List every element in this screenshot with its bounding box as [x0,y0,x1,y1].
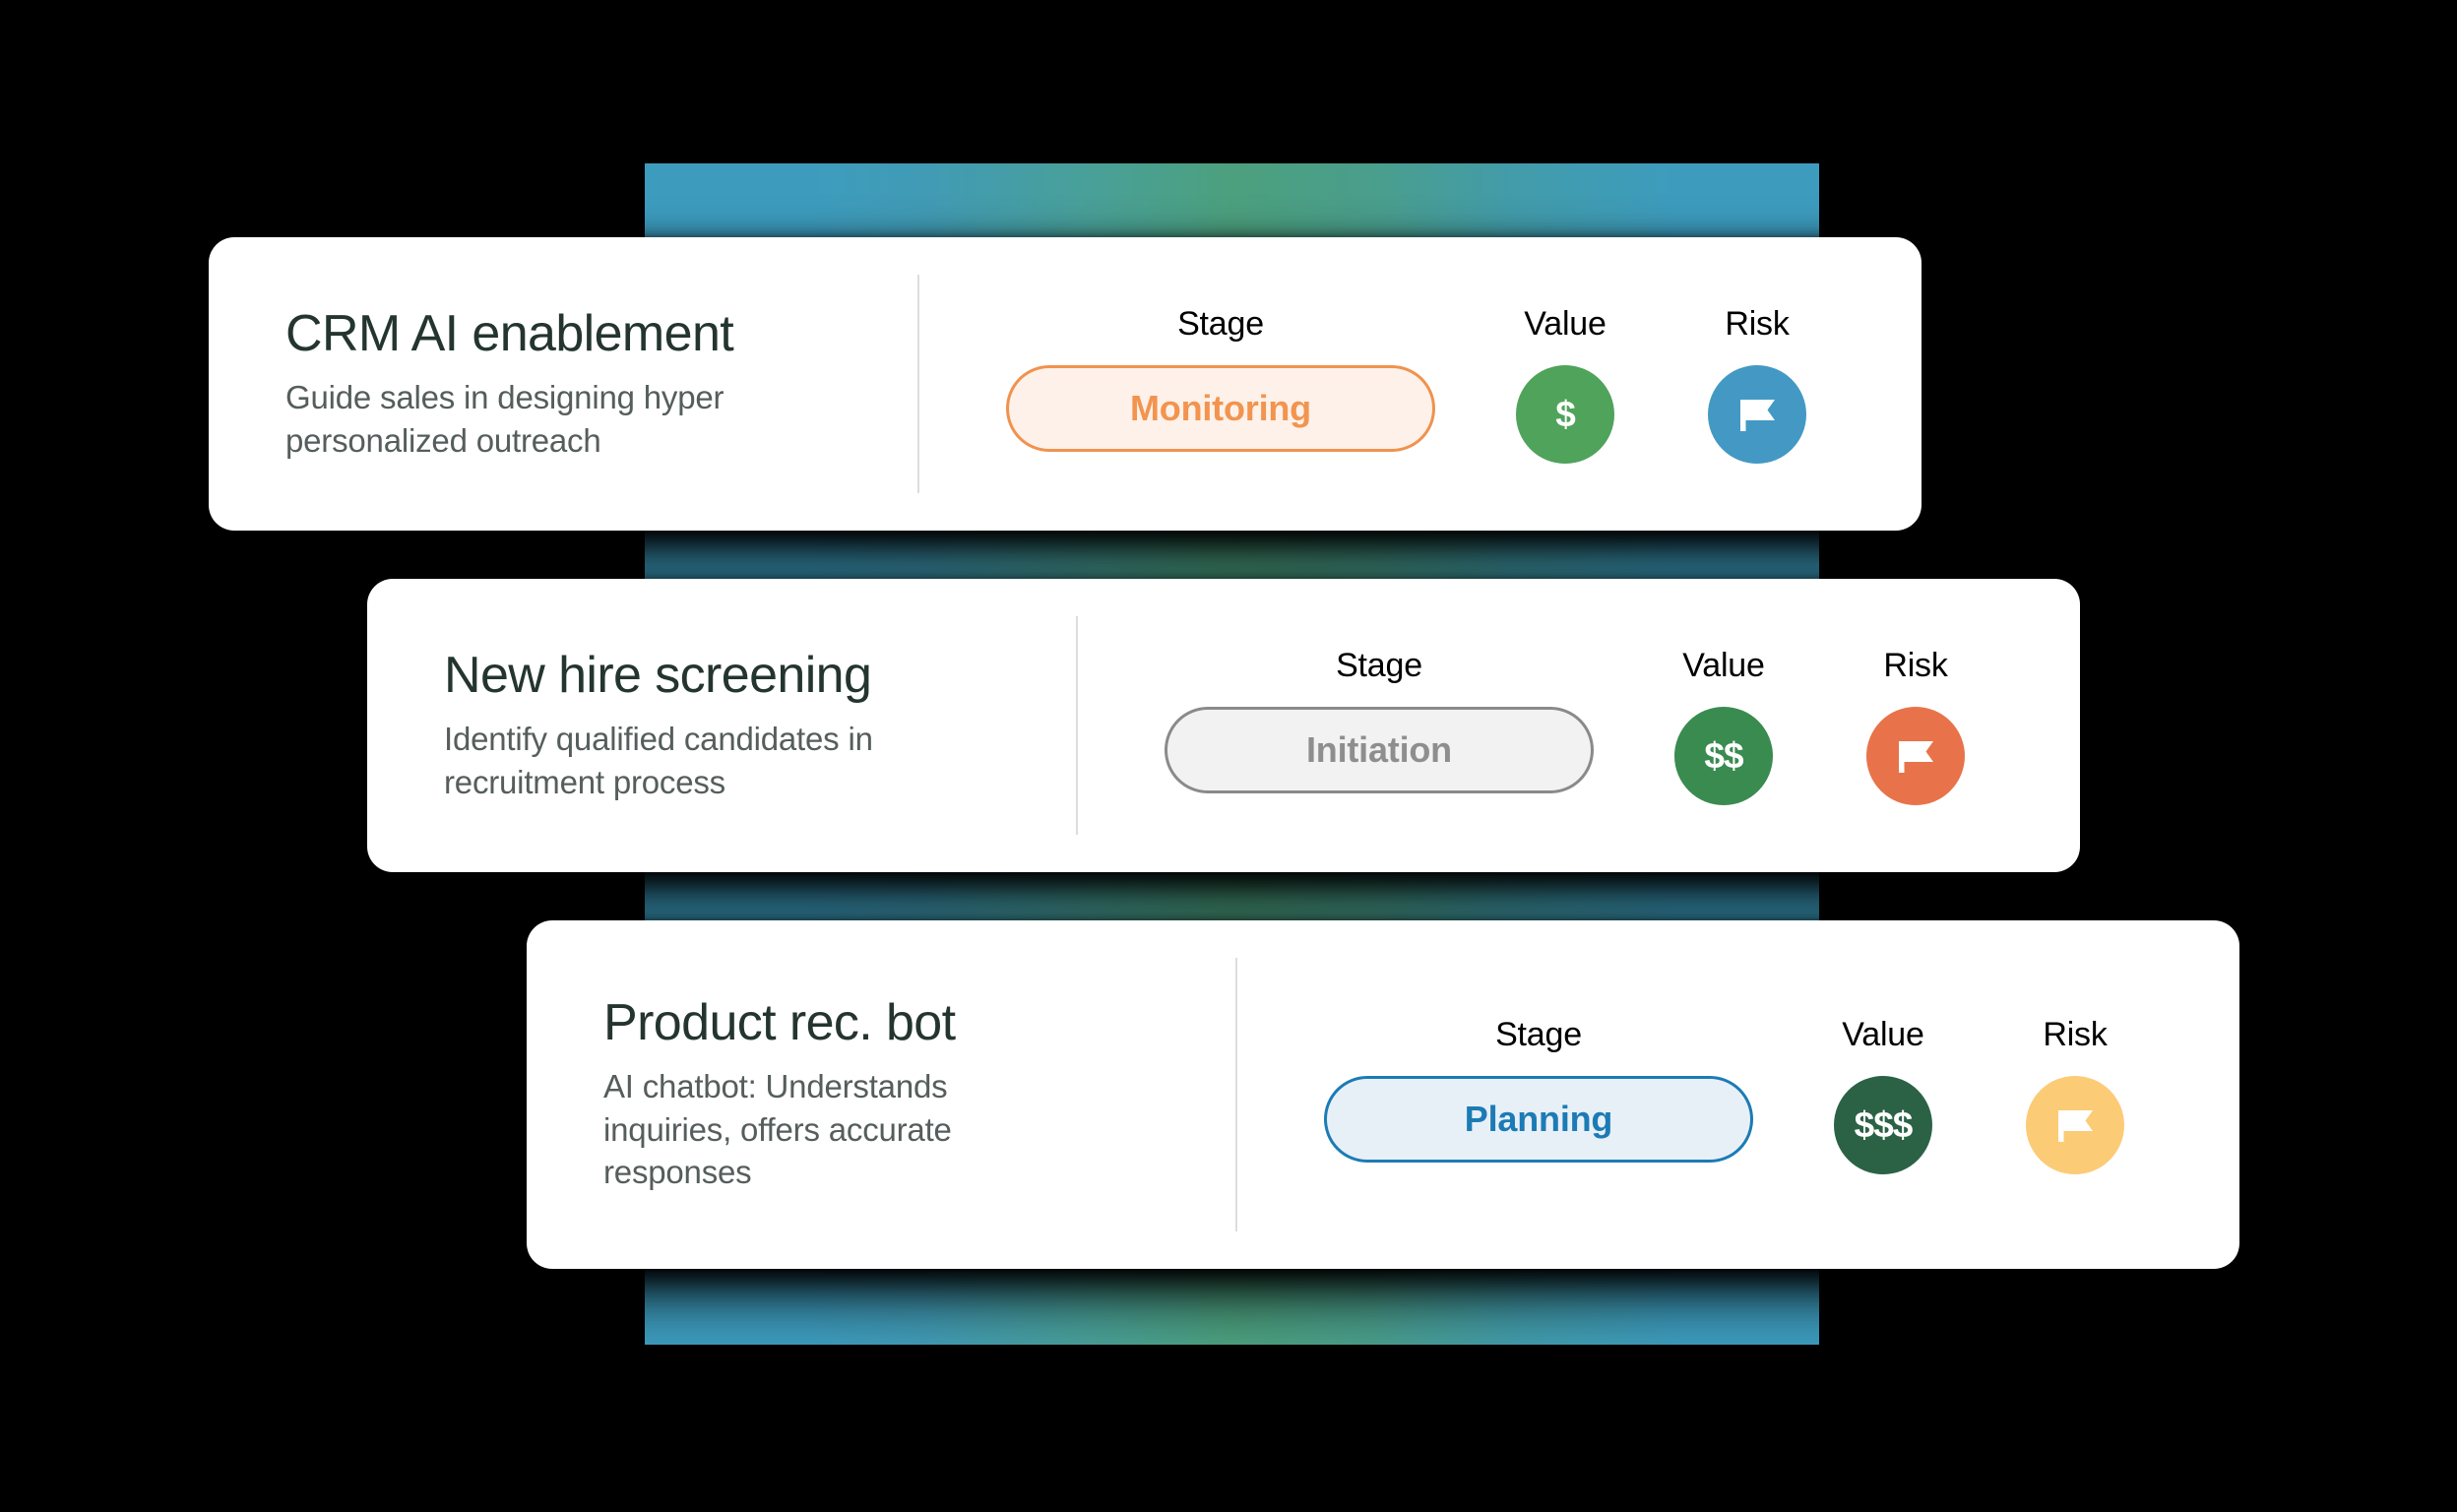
card-metrics: Stage Planning Value $$$ Risk [1237,1016,2239,1174]
value-badge[interactable]: $$ [1674,706,1773,805]
flag-icon [1732,389,1783,440]
stage-badge[interactable]: Monitoring [1006,364,1435,452]
card-divider [917,275,919,493]
card-title: CRM AI enablement [285,304,734,362]
stage-column-label: Stage [1177,304,1264,343]
metric-value: Value $ [1467,305,1664,464]
metric-stage: Stage Planning [1292,1016,1785,1163]
metric-stage: Stage Monitoring [975,305,1467,452]
card-text-block: Product rec. bot AI chatbot: Understands… [527,994,1235,1194]
card-description-line: responses [603,1154,752,1191]
stage-column-label: Stage [1495,1015,1582,1053]
risk-badge[interactable] [1866,706,1965,805]
risk-column-label: Risk [2043,1015,2108,1053]
risk-column-label: Risk [1725,304,1790,343]
card-divider [1076,616,1078,835]
card-metrics: Stage Initiation Value $$ Risk [1078,647,2080,805]
flag-icon [1890,730,1941,782]
stage-badge[interactable]: Initiation [1165,706,1594,793]
value-badge[interactable]: $$$ [1834,1075,1932,1174]
metric-stage: Stage Initiation [1133,647,1625,793]
stage-column-label: Stage [1336,646,1422,684]
card-text-block: CRM AI enablement Guide sales in designi… [209,304,917,462]
value-column-label: Value [1842,1015,1924,1053]
metric-risk: Risk [1982,1016,2169,1174]
risk-column-label: Risk [1883,646,1948,684]
card-title: New hire screening [444,646,872,704]
risk-badge[interactable] [1708,364,1806,464]
initiative-card[interactable]: CRM AI enablement Guide sales in designi… [209,237,1922,531]
card-divider [1235,958,1237,1231]
card-title: Product rec. bot [603,994,956,1052]
value-column-label: Value [1682,646,1765,684]
card-description: AI chatbot: Understands inquiries, offer… [603,1065,1202,1194]
card-description-line: recruitment process [444,763,725,800]
card-description-line: AI chatbot: Understands [603,1068,948,1105]
flag-icon [2049,1100,2101,1151]
initiative-card[interactable]: Product rec. bot AI chatbot: Understands… [527,920,2239,1269]
metric-risk: Risk [1664,305,1851,464]
value-column-label: Value [1524,304,1606,343]
card-description-line: Guide sales in designing hyper [285,379,724,416]
card-description-line: personalized outreach [285,421,601,459]
initiative-card[interactable]: New hire screening Identify qualified ca… [367,579,2080,872]
card-metrics: Stage Monitoring Value $ Risk [919,305,1922,464]
card-description: Guide sales in designing hyper personali… [285,376,884,462]
risk-badge[interactable] [2026,1075,2124,1174]
value-badge[interactable]: $ [1516,364,1614,464]
card-description-line: inquiries, offers accurate [603,1110,952,1148]
metric-value: Value $$ [1625,647,1822,805]
metric-value: Value $$$ [1785,1016,1982,1174]
card-text-block: New hire screening Identify qualified ca… [367,646,1076,803]
card-description: Identify qualified candidates in recruit… [444,718,1042,803]
metric-risk: Risk [1822,647,2009,805]
card-description-line: Identify qualified candidates in [444,721,873,758]
stage-badge[interactable]: Planning [1324,1075,1753,1163]
